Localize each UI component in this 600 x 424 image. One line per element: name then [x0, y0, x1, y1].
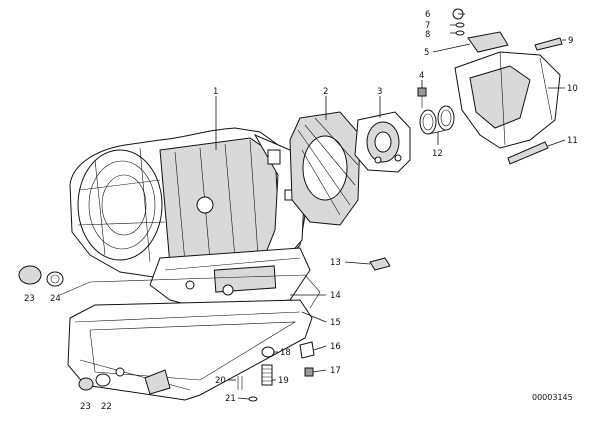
callout-labels: 1 2 3 4 5 6 7 8 9 10 11 12 13 14 15 16 1… [24, 10, 578, 412]
transmission-case [69, 127, 311, 309]
plate-13 [369, 257, 391, 271]
oil-pan [59, 274, 321, 401]
plug-parts-23-24 [18, 265, 111, 391]
small-parts-15-21 [237, 341, 315, 402]
bolts-9-11 [507, 37, 563, 165]
callout-23-bottom: 23 [80, 402, 91, 412]
callout-23-top: 23 [24, 294, 35, 304]
callout-13: 13 [330, 258, 341, 268]
screw-4 [417, 87, 427, 108]
drawing-id: 00003145 [532, 393, 573, 402]
callout-3: 3 [377, 87, 382, 97]
callout-5: 5 [424, 48, 429, 58]
callout-2: 2 [323, 87, 328, 97]
pump-adapter-3 [354, 111, 411, 173]
callout-20: 20 [215, 376, 226, 386]
callout-6: 6 [425, 10, 430, 20]
callout-21: 21 [225, 394, 236, 404]
callout-18: 18 [280, 348, 291, 358]
seal-rings-12 [419, 105, 455, 135]
callout-19: 19 [278, 376, 289, 386]
callout-1: 1 [213, 87, 218, 97]
callout-4: 4 [419, 71, 424, 81]
callout-11: 11 [567, 136, 578, 146]
callout-16: 16 [330, 342, 341, 352]
callout-10: 10 [567, 84, 578, 94]
callout-9: 9 [568, 36, 573, 46]
callout-15: 15 [330, 318, 341, 328]
extension-housing-10 [454, 51, 561, 149]
callout-17: 17 [330, 366, 341, 376]
callout-8: 8 [425, 30, 430, 40]
callout-7: 7 [425, 21, 430, 31]
callout-22: 22 [101, 402, 112, 412]
callout-12: 12 [432, 149, 443, 159]
callout-24: 24 [50, 294, 61, 304]
bracket-5 [452, 8, 509, 53]
gasket-2 [289, 111, 361, 226]
callout-14: 14 [330, 291, 341, 301]
leader-lines [215, 13, 566, 400]
